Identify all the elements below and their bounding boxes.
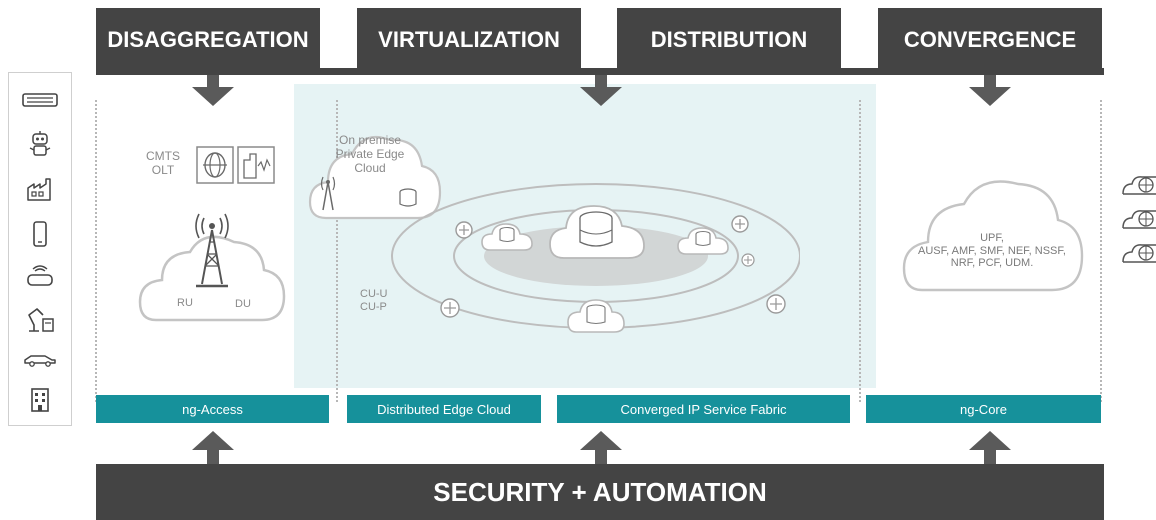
premise-edge-cloud xyxy=(308,136,442,220)
internet-clouds xyxy=(1122,176,1156,263)
edge-cloud-icon xyxy=(567,299,625,333)
core-cloud xyxy=(902,180,1084,292)
header-disaggregation: DISAGGREGATION xyxy=(96,8,320,72)
header-convergence: CONVERGENCE xyxy=(878,8,1102,72)
server-icon xyxy=(22,93,58,107)
separator-line xyxy=(1100,100,1102,402)
label-ng-core: ng-Core xyxy=(866,395,1101,423)
top-connector-bar xyxy=(96,68,1104,75)
down-arrow-icon xyxy=(192,75,234,106)
ran-cloud xyxy=(138,213,286,322)
robot-icon xyxy=(29,131,51,156)
vr-headset-icon xyxy=(27,265,53,286)
device-panel xyxy=(8,72,72,426)
down-arrow-icon xyxy=(580,75,622,106)
label-converged-ip-service-fabric: Converged IP Service Fabric xyxy=(557,395,850,423)
globe-cloud-icon xyxy=(1122,210,1156,229)
up-arrow-icon xyxy=(192,431,234,465)
small-database-icon xyxy=(399,188,417,207)
separator-line xyxy=(336,100,338,402)
cell-tower-icon xyxy=(195,213,229,288)
ring-router-icon xyxy=(440,298,460,318)
core-router-cloud-icon xyxy=(549,205,645,259)
security-automation-bar: SECURITY + AUTOMATION xyxy=(96,464,1104,520)
cu-label: CU-U CU-P xyxy=(360,288,388,313)
cmts-olt-label: CMTS OLT xyxy=(146,149,180,177)
header-distribution: DISTRIBUTION xyxy=(617,8,841,72)
globe-cloud-icon xyxy=(1122,176,1156,195)
ring-router-icon xyxy=(766,294,786,314)
small-tower-icon xyxy=(320,176,336,211)
car-icon xyxy=(24,355,56,367)
separator-line xyxy=(95,100,97,402)
ru-label: RU xyxy=(177,297,193,309)
du-label: DU xyxy=(235,298,251,310)
ring-router-icon xyxy=(741,253,755,267)
premise-cloud-label: On premise Private Edge Cloud xyxy=(335,133,405,175)
separator-line xyxy=(859,100,861,402)
label-ng-access: ng-Access xyxy=(96,395,329,423)
cmts-olt-devices xyxy=(196,146,275,184)
down-arrow-icon xyxy=(969,75,1011,106)
ip-fabric-rings xyxy=(391,183,800,333)
edge-cloud-icon xyxy=(677,227,729,255)
label-distributed-edge-cloud: Distributed Edge Cloud xyxy=(347,395,541,423)
up-arrow-icon xyxy=(969,431,1011,465)
globe-cloud-icon xyxy=(1122,244,1156,263)
ring-router-icon xyxy=(455,221,473,239)
robot-arm-icon xyxy=(28,308,54,332)
factory-icon xyxy=(27,178,51,201)
ring-router-icon xyxy=(731,215,749,233)
core-functions-label: UPF, AUSF, AMF, SMF, NEF, NSSF, NRF, PCF… xyxy=(918,232,1066,270)
smartphone-icon xyxy=(33,221,47,247)
building-icon xyxy=(31,388,49,412)
header-virtualization: VIRTUALIZATION xyxy=(357,8,581,72)
up-arrow-icon xyxy=(580,431,622,465)
edge-cloud-icon xyxy=(481,223,533,251)
